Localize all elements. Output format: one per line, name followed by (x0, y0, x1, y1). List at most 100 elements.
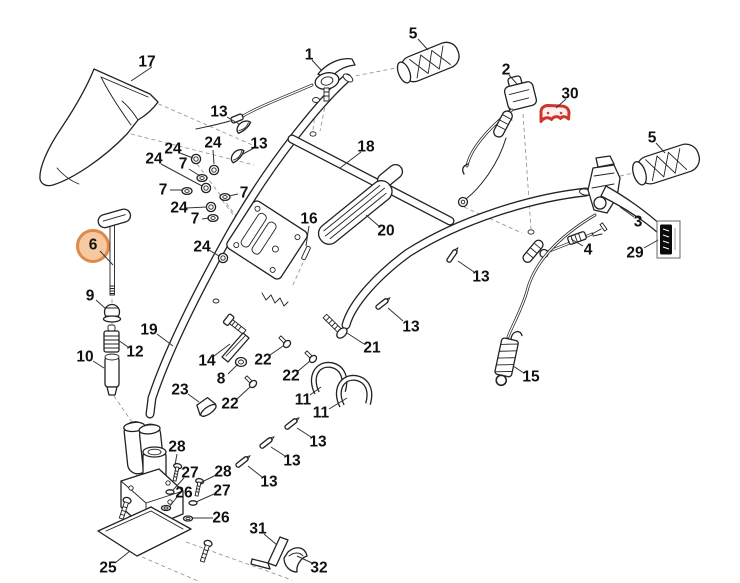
leader-line-7 (201, 217, 210, 220)
info-sticker-29 (656, 220, 681, 259)
leader-line-23 (187, 393, 200, 403)
part-label-28[interactable]: 28 (214, 464, 232, 481)
leader-line-24 (208, 249, 220, 257)
part-label-7[interactable]: 7 (240, 185, 249, 202)
u-bolts-11 (310, 361, 373, 408)
washers-27 (165, 489, 198, 506)
part-label-26[interactable]: 26 (212, 510, 230, 527)
part-label-31[interactable]: 31 (249, 521, 267, 538)
washers-26 (160, 504, 194, 522)
lever-14 (221, 313, 250, 363)
part-label-13[interactable]: 13 (402, 319, 420, 336)
leader-line-4 (570, 238, 584, 247)
bracket-32 (283, 547, 308, 573)
part-label-22[interactable]: 22 (282, 368, 299, 385)
leader-line-24 (179, 152, 194, 159)
part-label-4[interactable]: 4 (584, 242, 593, 259)
part-label-13[interactable]: 13 (309, 434, 327, 451)
leader-line-32 (296, 555, 313, 564)
part-label-13[interactable]: 13 (260, 474, 278, 491)
leader-line-13 (226, 116, 240, 125)
part-label-24[interactable]: 24 (193, 239, 211, 256)
selected-part-30[interactable] (539, 104, 571, 123)
bolt-21 (322, 313, 348, 339)
flange-nut-9 (102, 303, 122, 323)
part-label-25[interactable]: 25 (99, 560, 117, 577)
nut-24 (208, 164, 220, 176)
spring-12 (103, 324, 120, 353)
grip-left-5 (396, 41, 460, 84)
part-label-20[interactable]: 20 (377, 223, 394, 240)
leader-line-19 (156, 333, 174, 347)
leader-line-24 (185, 206, 208, 209)
part-label-13[interactable]: 13 (472, 269, 490, 286)
part-label-24[interactable]: 24 (145, 151, 163, 168)
part-6-highlight[interactable] (76, 229, 110, 263)
leader-line-28 (174, 453, 178, 466)
leader-line-1 (311, 59, 323, 72)
part-label-19[interactable]: 19 (140, 322, 158, 339)
part-label-14[interactable]: 14 (198, 353, 216, 370)
grip-right-5 (632, 143, 701, 186)
part-label-11[interactable]: 11 (295, 392, 312, 409)
leader-line-24 (160, 163, 203, 187)
part-label-24[interactable]: 24 (164, 141, 182, 158)
part-label-7[interactable]: 7 (191, 211, 200, 228)
leader-line-22 (297, 360, 311, 372)
leader-line-29 (643, 239, 659, 249)
part-label-24[interactable]: 24 (204, 135, 222, 152)
leader-line-6 (99, 250, 114, 266)
washer-7 (207, 213, 219, 223)
nut-24 (200, 182, 212, 194)
part-label-6[interactable]: 6 (89, 237, 98, 254)
part-label-3[interactable]: 3 (634, 214, 643, 231)
part-label-26[interactable]: 26 (175, 485, 193, 502)
leader-line-13 (387, 307, 404, 322)
part-label-7[interactable]: 7 (159, 182, 168, 199)
part-label-29[interactable]: 29 (626, 245, 644, 262)
part-label-12[interactable]: 12 (126, 344, 143, 361)
washer-7 (181, 186, 193, 196)
leader-line-11 (328, 397, 348, 410)
part-label-7[interactable]: 7 (179, 156, 188, 173)
part-label-18[interactable]: 18 (357, 139, 375, 156)
washer-7 (196, 173, 208, 183)
cross-tube-18 (287, 134, 455, 226)
part-label-21[interactable]: 21 (363, 340, 381, 357)
part-label-22[interactable]: 22 (221, 396, 238, 413)
leader-line-15 (512, 365, 525, 374)
leader-line-7 (188, 168, 201, 177)
nut-24 (190, 153, 202, 165)
handle-cover-17 (39, 68, 159, 187)
part-label-13[interactable]: 13 (250, 136, 268, 153)
part-label-10[interactable]: 10 (76, 349, 93, 366)
part-label-27[interactable]: 27 (213, 483, 230, 500)
part-label-23[interactable]: 23 (171, 382, 189, 399)
part-label-8[interactable]: 8 (217, 371, 226, 388)
part-label-5[interactable]: 5 (409, 26, 418, 43)
part-label-32[interactable]: 32 (310, 560, 327, 577)
leader-line-8 (227, 363, 239, 375)
part-label-11[interactable]: 11 (313, 405, 330, 422)
part-label-13[interactable]: 13 (210, 104, 228, 121)
part-label-16[interactable]: 16 (300, 211, 318, 228)
part-label-28[interactable]: 28 (168, 439, 186, 456)
part-label-9[interactable]: 9 (86, 288, 95, 305)
part-label-22[interactable]: 22 (254, 352, 271, 369)
nut-24 (217, 252, 229, 264)
part-label-30[interactable]: 30 (561, 86, 578, 103)
part-label-13[interactable]: 13 (283, 453, 301, 470)
part-label-2[interactable]: 2 (502, 62, 511, 79)
part-label-24[interactable]: 24 (170, 200, 188, 217)
leader-line-12 (117, 339, 129, 348)
part-label-1[interactable]: 1 (305, 47, 314, 64)
part-label-17[interactable]: 17 (138, 54, 155, 71)
part-label-27[interactable]: 27 (181, 465, 198, 482)
screws-22 (244, 335, 318, 389)
leader-line-5 (417, 38, 429, 51)
part-label-5[interactable]: 5 (648, 130, 657, 147)
part-label-15[interactable]: 15 (522, 369, 540, 386)
throttle-lever-1 (195, 58, 356, 130)
leader-line-10 (92, 360, 105, 369)
